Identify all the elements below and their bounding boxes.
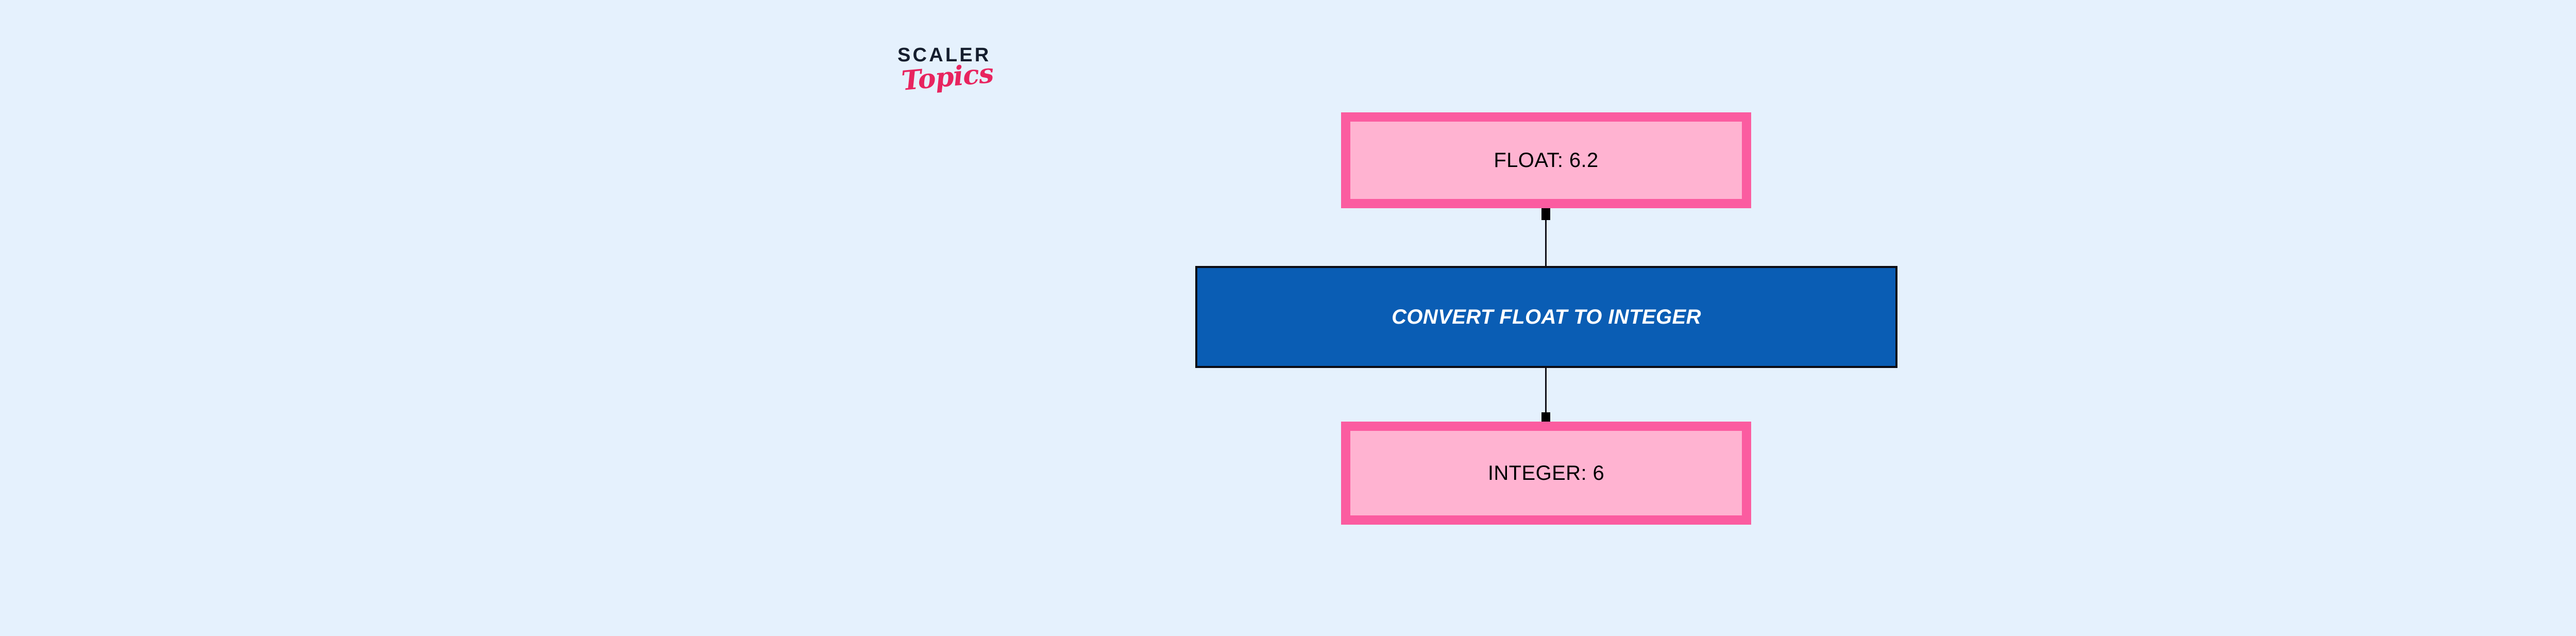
logo-wordmark: SCALER bbox=[897, 44, 991, 66]
connector-float-to-convert-line bbox=[1545, 208, 1547, 266]
connector-convert-to-integer-line bbox=[1545, 368, 1547, 422]
flow-node-float-label: FLOAT: 6.2 bbox=[1494, 148, 1599, 172]
flow-node-integer: INTEGER: 6 bbox=[1341, 422, 1751, 525]
connector-float-to-convert-cap bbox=[1541, 208, 1550, 220]
flow-node-convert: CONVERT FLOAT TO INTEGER bbox=[1195, 266, 1897, 368]
scaler-topics-logo: SCALER Topics bbox=[897, 45, 1052, 123]
connector-convert-to-integer-cap bbox=[1541, 412, 1550, 424]
flow-node-convert-label: CONVERT FLOAT TO INTEGER bbox=[1392, 305, 1701, 328]
flow-node-integer-label: INTEGER: 6 bbox=[1487, 461, 1605, 484]
flow-node-float: FLOAT: 6.2 bbox=[1341, 112, 1751, 208]
